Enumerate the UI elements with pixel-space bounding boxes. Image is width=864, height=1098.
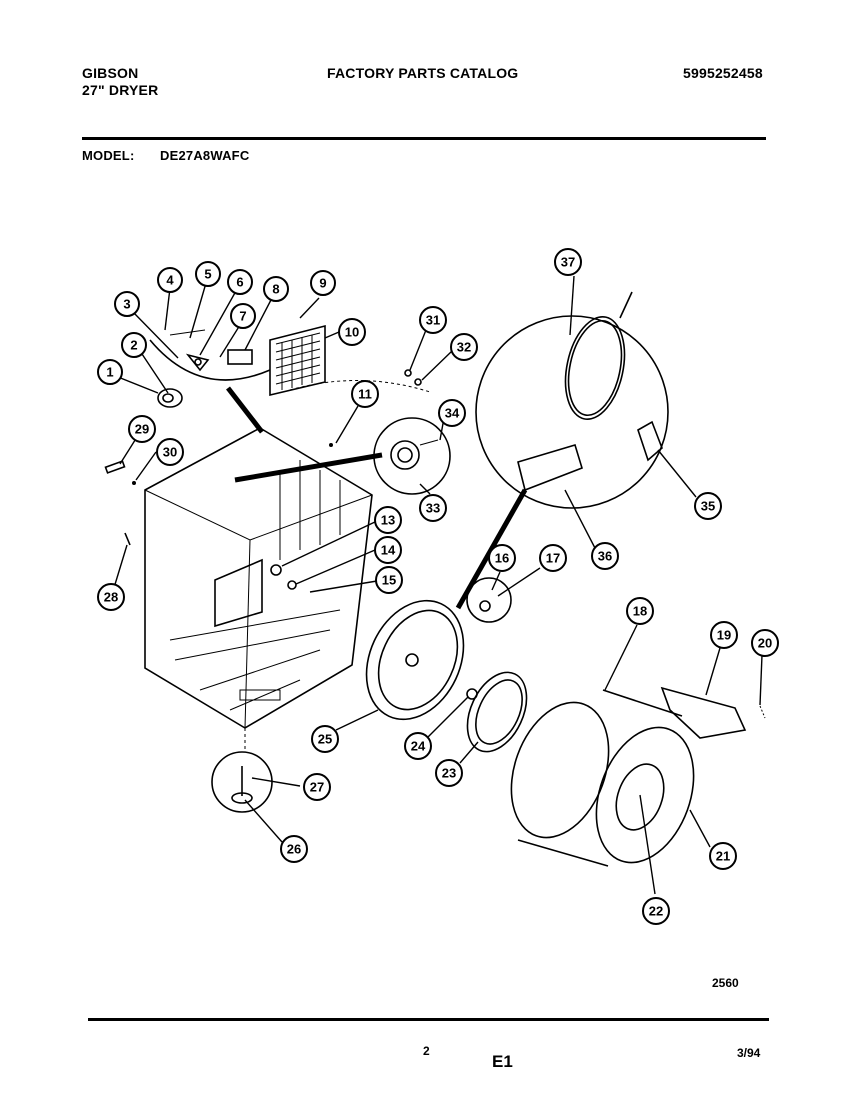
callout-34: 34 [438, 399, 466, 427]
callout-32: 32 [450, 333, 478, 361]
svg-text:7: 7 [239, 309, 246, 324]
svg-text:4: 4 [166, 273, 174, 288]
callout-33: 33 [419, 494, 447, 522]
svg-text:13: 13 [381, 513, 395, 528]
detail-circle-large [475, 315, 669, 509]
callout-10: 10 [338, 318, 366, 346]
callout-23: 23 [435, 759, 463, 787]
callout-35: 35 [694, 492, 722, 520]
svg-text:32: 32 [457, 340, 471, 355]
svg-text:10: 10 [345, 325, 359, 340]
callout-4: 4 [157, 267, 183, 293]
drawing-number: 2560 [712, 976, 739, 990]
product-name: 27" DRYER [82, 82, 159, 98]
callout-18: 18 [626, 597, 654, 625]
callout-7: 7 [230, 303, 256, 329]
callout-27: 27 [303, 773, 331, 801]
callout-28: 28 [97, 583, 125, 611]
svg-text:20: 20 [758, 636, 772, 651]
part-33-detail [373, 417, 451, 495]
svg-text:17: 17 [546, 551, 560, 566]
svg-text:1: 1 [106, 365, 113, 380]
callout-19: 19 [710, 621, 738, 649]
callout-9: 9 [310, 270, 336, 296]
part-25-bulkhead [365, 599, 465, 721]
callout-37: 37 [554, 248, 582, 276]
callout-21: 21 [709, 842, 737, 870]
callout-17: 17 [539, 544, 567, 572]
svg-text:11: 11 [358, 387, 372, 402]
part-36-control [517, 444, 583, 492]
svg-text:5: 5 [204, 267, 211, 282]
svg-text:6: 6 [236, 275, 243, 290]
callout-31: 31 [419, 306, 447, 334]
svg-text:36: 36 [598, 549, 612, 564]
svg-text:33: 33 [426, 501, 440, 516]
callout-6: 6 [227, 269, 253, 295]
callout-5: 5 [195, 261, 221, 287]
svg-text:21: 21 [716, 849, 730, 864]
callout-3: 3 [114, 291, 140, 317]
svg-text:27: 27 [310, 780, 324, 795]
svg-text:25: 25 [318, 732, 332, 747]
svg-text:14: 14 [381, 543, 396, 558]
svg-text:35: 35 [701, 499, 715, 514]
catalog-date: 3/94 [737, 1046, 761, 1060]
callout-14: 14 [374, 536, 402, 564]
callout-25: 25 [311, 725, 339, 753]
callout-29: 29 [128, 415, 156, 443]
part-8-switch [227, 349, 253, 365]
model-label: MODEL: [82, 148, 135, 163]
svg-text:31: 31 [426, 313, 440, 328]
catalog-title: FACTORY PARTS CATALOG [327, 65, 519, 81]
callout-24: 24 [404, 732, 432, 760]
svg-text:9: 9 [319, 276, 326, 291]
svg-text:37: 37 [561, 255, 575, 270]
callout-13: 13 [374, 506, 402, 534]
catalog-number: 5995252458 [683, 65, 763, 81]
svg-text:28: 28 [104, 590, 118, 605]
cabinet [144, 427, 373, 729]
callout-15: 15 [375, 566, 403, 594]
footer-rule [88, 1018, 769, 1021]
svg-text:8: 8 [272, 282, 279, 297]
page-number: 2 [423, 1044, 430, 1058]
svg-text:16: 16 [495, 551, 509, 566]
svg-text:30: 30 [163, 445, 177, 460]
part-10-grille [269, 324, 326, 397]
svg-text:24: 24 [411, 739, 426, 754]
callout-8: 8 [263, 276, 289, 302]
callout-22: 22 [642, 897, 670, 925]
callout-1: 1 [97, 359, 123, 385]
svg-text:23: 23 [442, 766, 456, 781]
brand-name: GIBSON [82, 65, 139, 81]
header-rule [82, 137, 766, 140]
callout-11: 11 [351, 380, 379, 408]
model-value: DE27A8WAFC [160, 148, 250, 163]
svg-text:18: 18 [633, 604, 647, 619]
svg-text:26: 26 [287, 842, 301, 857]
svg-text:15: 15 [382, 573, 396, 588]
part-18-drum [510, 689, 695, 867]
callout-26: 26 [280, 835, 308, 863]
svg-text:19: 19 [717, 628, 731, 643]
callout-30: 30 [156, 438, 184, 466]
callout-36: 36 [591, 542, 619, 570]
callout-2: 2 [121, 332, 147, 358]
svg-text:3: 3 [123, 297, 130, 312]
svg-text:22: 22 [649, 904, 663, 919]
section-code: E1 [492, 1052, 513, 1071]
callout-20: 20 [751, 629, 779, 657]
svg-text:34: 34 [445, 406, 460, 421]
svg-text:29: 29 [135, 422, 149, 437]
callout-16: 16 [488, 544, 516, 572]
svg-text:2: 2 [130, 338, 137, 353]
